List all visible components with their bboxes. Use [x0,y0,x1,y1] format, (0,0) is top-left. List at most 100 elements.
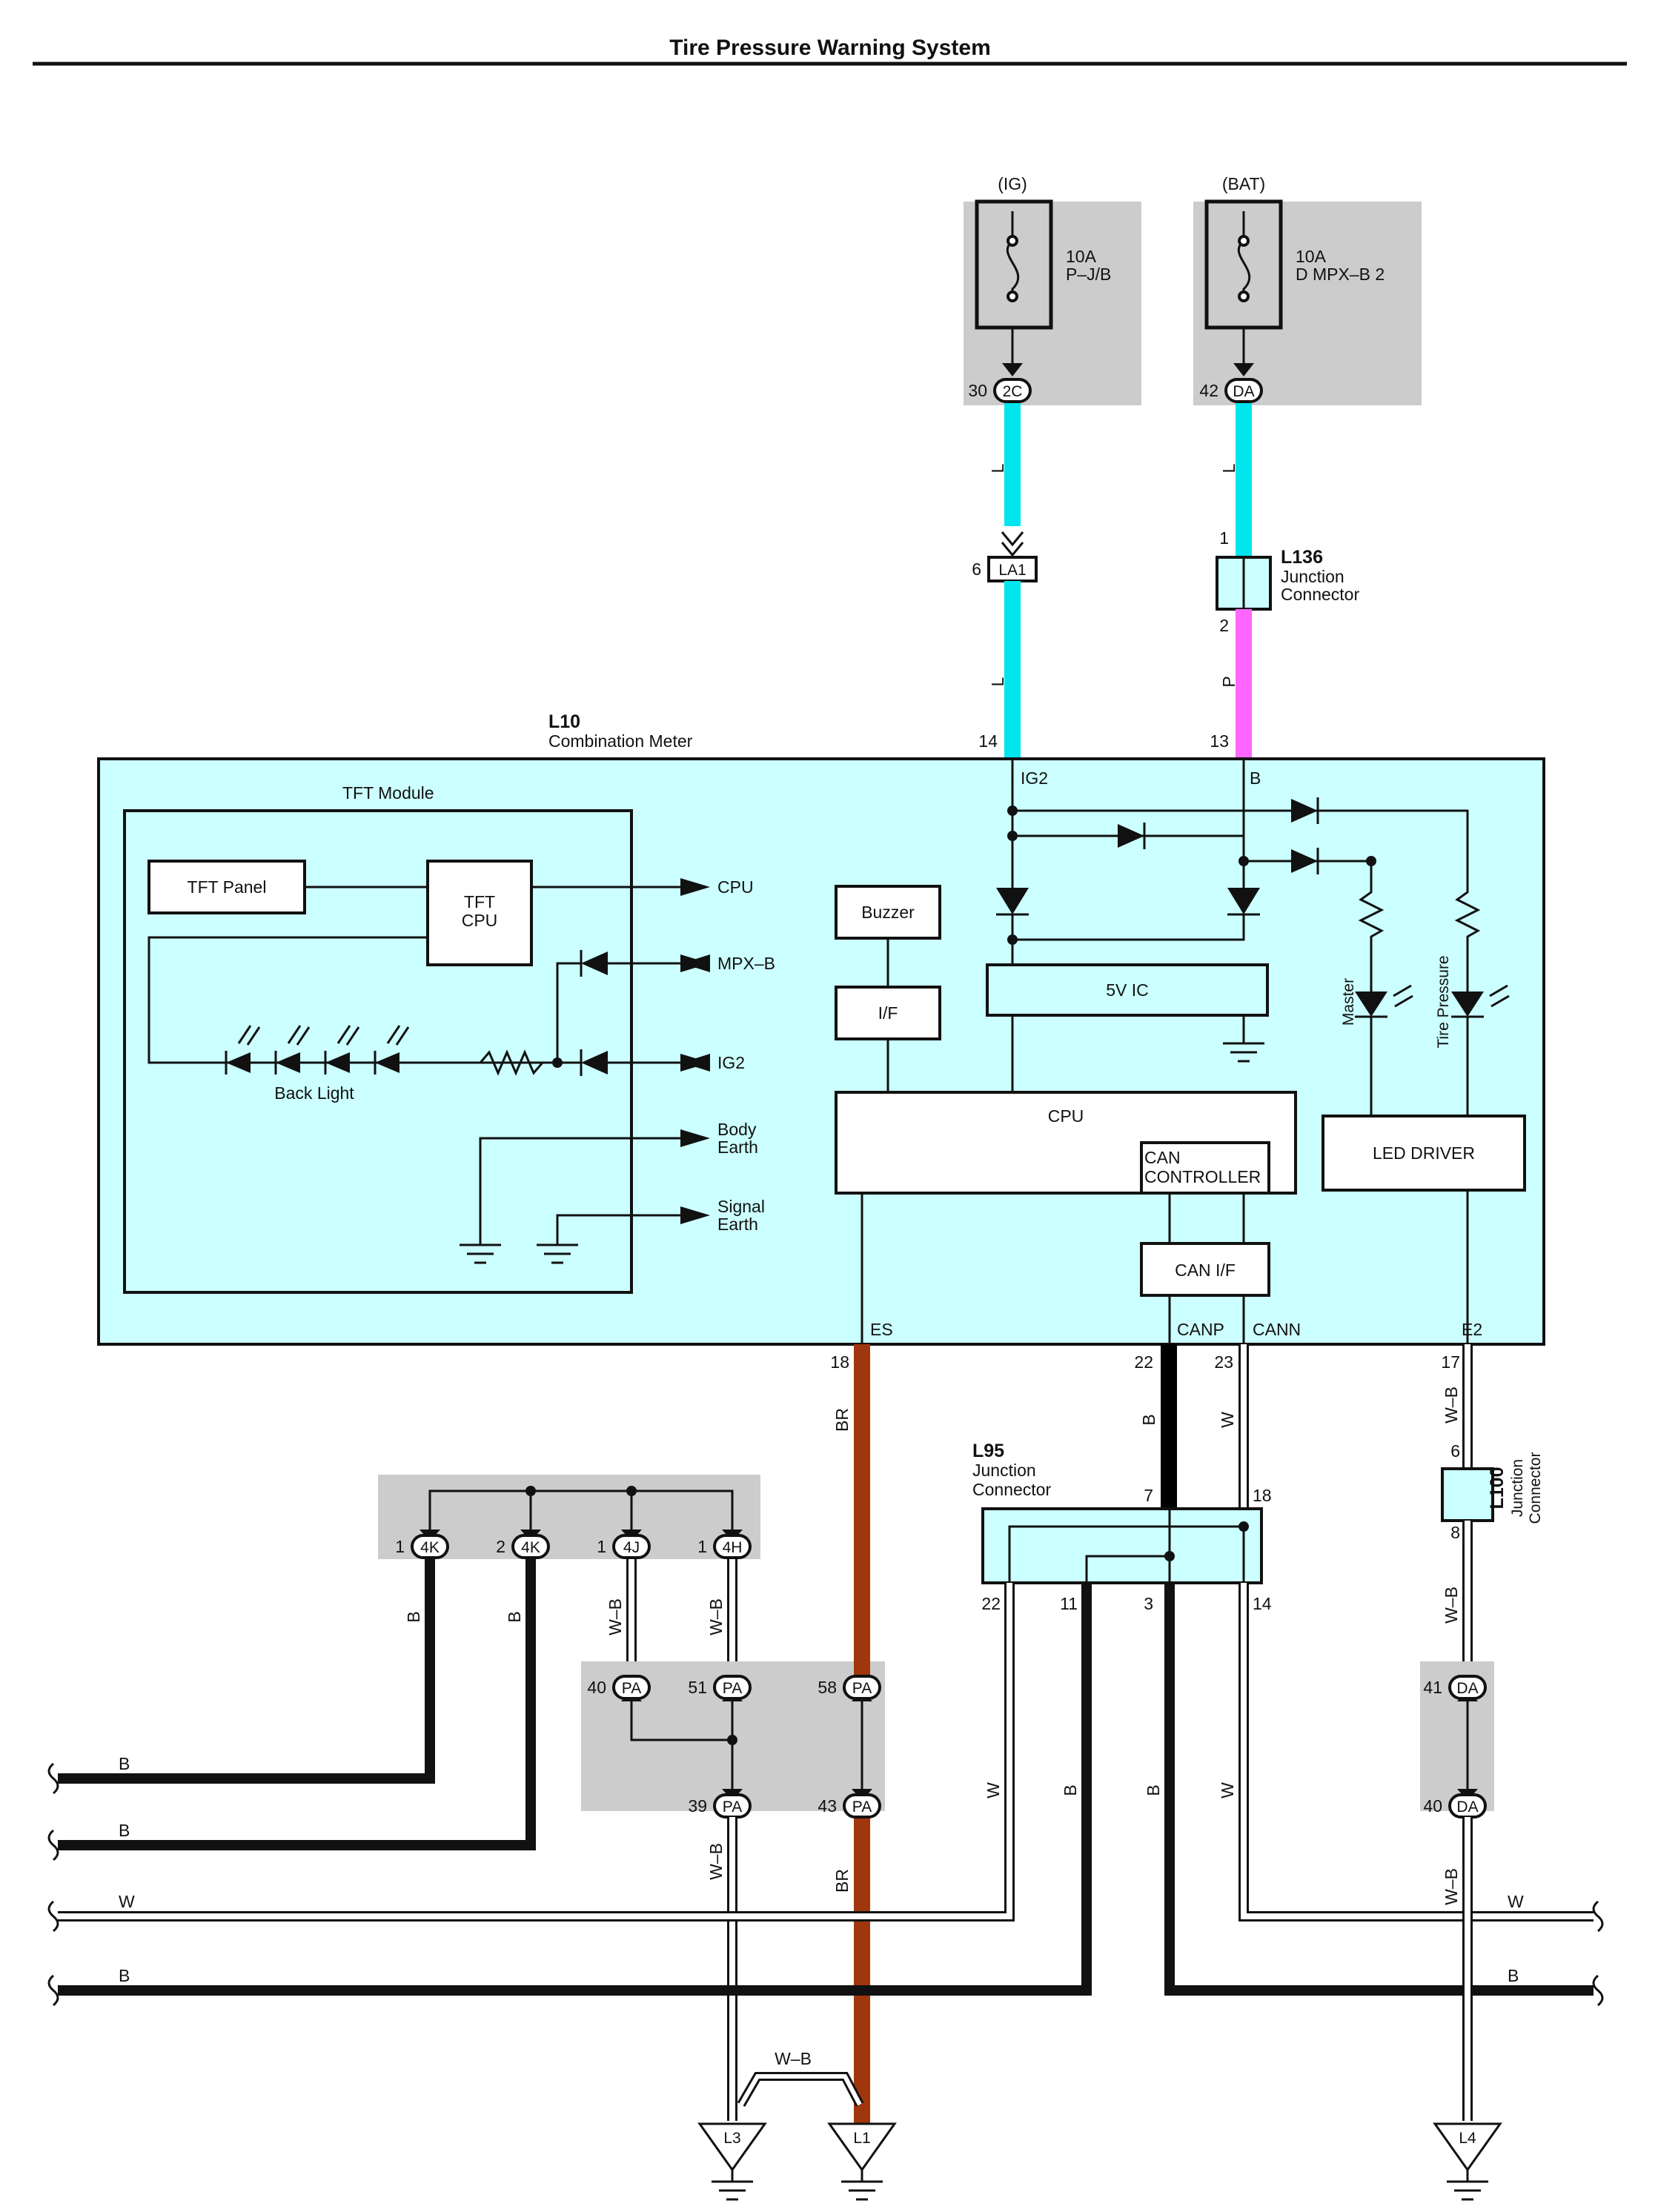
connector-da-top [1224,378,1263,403]
l136-line1: Junction [1281,567,1344,586]
pin-e2: 17 [1441,1352,1460,1372]
ic-5v [986,963,1269,1017]
da-41 [1448,1675,1487,1700]
term-es: ES [870,1320,893,1339]
break-w-right [1592,1900,1604,1933]
diode-b-master [1291,849,1318,873]
buzzer-label: Buzzer [861,903,915,922]
tire-pressure-label: Tire Pressure [1435,955,1452,1048]
fuse-ig-rating: 10A [1066,247,1097,266]
da-40-label: DA [1456,1799,1478,1816]
page-title: Tire Pressure Warning System [669,36,991,60]
l100-pin-bottom: 8 [1450,1523,1460,1542]
l95-connector [981,1507,1263,1584]
wire-canp-label: B [1139,1414,1158,1425]
term-cann: CANN [1253,1320,1301,1339]
conn-4k-2-label: 4K [521,1539,540,1556]
fuse-bat-arrow [1233,363,1254,376]
buzzer [835,885,941,940]
led-rays [1393,984,1510,1008]
wire-4k2-label: B [505,1611,524,1622]
da-41-pin: 41 [1423,1678,1442,1697]
arrow-cpu [680,878,710,896]
l10-pin-ig2: 14 [978,731,998,751]
break-b-right [1592,1974,1604,2007]
break-w-left [47,1900,59,1933]
backlight-leds [225,1025,410,1075]
ground-l1-symbol [841,2170,883,2201]
wire-b-4k-1 [58,1556,435,1784]
can-controller-line1: CAN [1144,1148,1181,1167]
diode-b-5v [1227,888,1260,914]
fuse-ig-contact-bottom [1007,290,1018,302]
pa-43-pin: 43 [818,1796,837,1816]
connector-da-top-pin: 42 [1199,381,1218,400]
backlight-rays [237,1025,410,1046]
l95-pin18: 18 [1253,1486,1272,1505]
tire-led [1451,992,1484,1017]
la1-chevron [1001,531,1024,557]
connector-2c-label: 2C [1003,383,1023,400]
wire-b-left [58,1583,1092,1996]
wire-p [1236,609,1252,759]
wire-b-left-label: B [1061,1784,1080,1796]
arrow-signal-earth [680,1206,710,1224]
l100-line2: Connector [1527,1452,1544,1524]
backlight-resistor [479,1049,544,1076]
pa-bottom-arrows [722,1789,872,1801]
wire-wb-bridge-outer [737,2072,864,2108]
pa-51-pin: 51 [688,1678,707,1697]
wire-br-upper-label: BR [832,1408,852,1432]
wb-wires [626,1556,737,1676]
connector-2c-pin: 30 [968,381,987,400]
ground-l1-triangle [827,2122,897,2172]
wire-l-ig-lower [1004,581,1021,759]
backlight-led-1 [226,1052,251,1073]
can-if [1140,1242,1270,1297]
l95-line2: Connector [972,1480,1051,1499]
conn-4k-2 [511,1534,550,1559]
connector-2c [993,378,1032,403]
wire-cann-label: W [1218,1412,1237,1428]
wire-w-right-inner [1241,1583,1594,1919]
wire-4j-label: W–B [606,1598,625,1635]
ground-l4: L4 [1433,2122,1502,2201]
cont-b-left: B [119,1966,130,1985]
l10-pin-b: 13 [1210,731,1229,751]
wire-l-ig-upper [1004,403,1021,526]
arrow-body-earth [680,1129,710,1147]
pin-cann: 23 [1214,1352,1233,1372]
break-b1 [47,1762,59,1795]
fuse-bat-rating: 10A [1296,247,1327,266]
ig2-tire-line [1012,809,1469,888]
pa-43-label: PA [852,1799,872,1816]
l100-id: L100 [1487,1467,1508,1509]
wire-l-bat [1236,403,1252,557]
fuse-ig: (IG) 10A P–J/B 2C 30 [964,174,1141,405]
wire-wb-l3-label: W–B [706,1843,726,1880]
conn-4k-1-label: 4K [420,1539,440,1556]
wire-4h-label: W–B [706,1598,726,1635]
cont-b1-label: B [119,1754,130,1773]
pa-51 [713,1675,752,1700]
tft-cpu-line2: CPU [462,911,498,930]
pa-40-label: PA [622,1680,641,1697]
wire-b-right [1164,1583,1594,1996]
backlight-led-3 [325,1052,350,1073]
pa-39-pin: 39 [688,1796,707,1816]
l95-pin14: 14 [1253,1594,1272,1613]
pa-51-label: PA [723,1680,742,1697]
tft-cpu-line1: TFT [464,892,495,911]
connector-la1-pin: 6 [972,559,981,579]
conn-4j-label: 4J [623,1539,640,1556]
tft-out-body1: Body [717,1120,757,1139]
fuse-bat-name: D MPX–B 2 [1296,265,1385,284]
backlight-led-2 [276,1052,300,1073]
led-driver [1322,1115,1526,1192]
fuse-bat-contact-top [1238,235,1250,247]
fuse-ig-name: P–J/B [1066,265,1111,284]
ground-conn-node-2 [626,1486,637,1496]
term-ig2: IG2 [1021,768,1048,788]
pa-pins: PA 40 PA 51 PA 58 PA 39 PA 43 [587,1675,881,1819]
pin-canp: 22 [1134,1352,1153,1372]
